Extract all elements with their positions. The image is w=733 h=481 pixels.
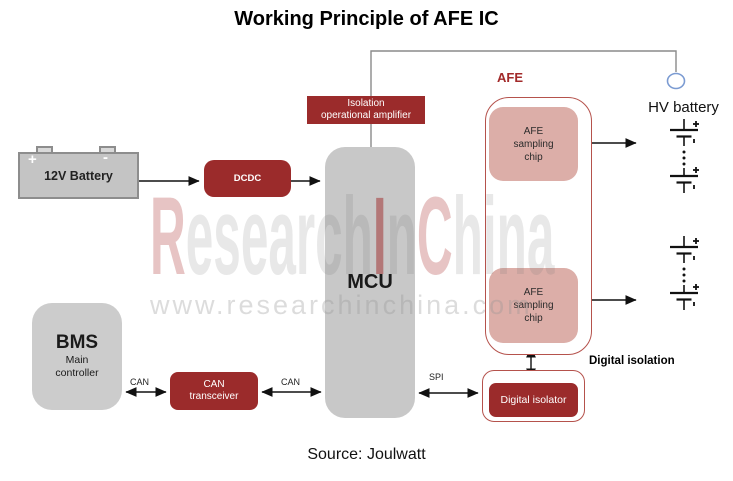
block-afe-sampling-chip-1: AFE sampling chip (489, 107, 578, 181)
digital-isolation-label: Digital isolation (589, 355, 675, 367)
battery-12v-label: 12V Battery (44, 168, 113, 183)
afe-group-label: AFE (497, 70, 523, 85)
block-digital-isolator: Digital isolator (489, 383, 578, 417)
minus-sign-icon: - (103, 149, 108, 166)
isolation-op-amp-line2: operational amplifier (320, 110, 412, 121)
block-afe-sampling-chip-2: AFE sampling chip (489, 268, 578, 343)
plus-sign-icon: + (28, 151, 37, 168)
can-label-left: CAN (130, 377, 150, 387)
hv-battery-label: HV battery (648, 99, 719, 116)
afe-chip2-label: AFE sampling chip (513, 286, 553, 325)
isolation-op-amp-label: Isolation operational amplifier (321, 98, 411, 123)
hv-terminal-circle-icon (666, 72, 686, 90)
block-mcu: MCU (325, 147, 415, 418)
block-bms-main-controller: BMS Main controller (32, 303, 122, 410)
source-caption: Source: Joulwatt (307, 446, 426, 463)
bms-sub2: controller (55, 366, 99, 379)
hv-cell-group1-icon (670, 119, 699, 193)
afe-chip1-label: AFE sampling chip (513, 125, 553, 164)
can-transceiver-line1: CAN (203, 378, 225, 390)
isolation-op-amp-line1: Isolation (347, 97, 385, 109)
digital-isolator-label: Digital isolator (500, 394, 567, 406)
hv-cell-group2-icon (670, 236, 699, 310)
spi-label: SPI (429, 372, 444, 382)
block-12v-battery: 12V Battery (18, 152, 139, 199)
block-dcdc: DCDC (204, 160, 291, 197)
page-title: Working Principle of AFE IC (234, 8, 499, 30)
bms-sub1: Main (65, 354, 89, 367)
afe-chip1-line2: sampling (513, 138, 554, 150)
can-label-right: CAN (281, 377, 301, 387)
afe-chip1-line3: chip (524, 151, 543, 163)
block-isolation-op-amp: Isolation operational amplifier (307, 96, 425, 124)
bms-title: BMS (55, 332, 99, 354)
can-transceiver-line2: transceiver (189, 391, 239, 402)
afe-chip1-line1: AFE (523, 125, 544, 137)
afe-chip2-line1: AFE (523, 287, 544, 298)
block-can-transceiver: CAN transceiver (170, 372, 258, 410)
afe-chip2-line3: chip (524, 313, 543, 324)
afe-chip2-line2: sampling (513, 300, 554, 311)
can-transceiver-label: CAN transceiver (190, 379, 239, 404)
mcu-label: MCU (347, 271, 393, 293)
dcdc-label: DCDC (233, 173, 262, 184)
